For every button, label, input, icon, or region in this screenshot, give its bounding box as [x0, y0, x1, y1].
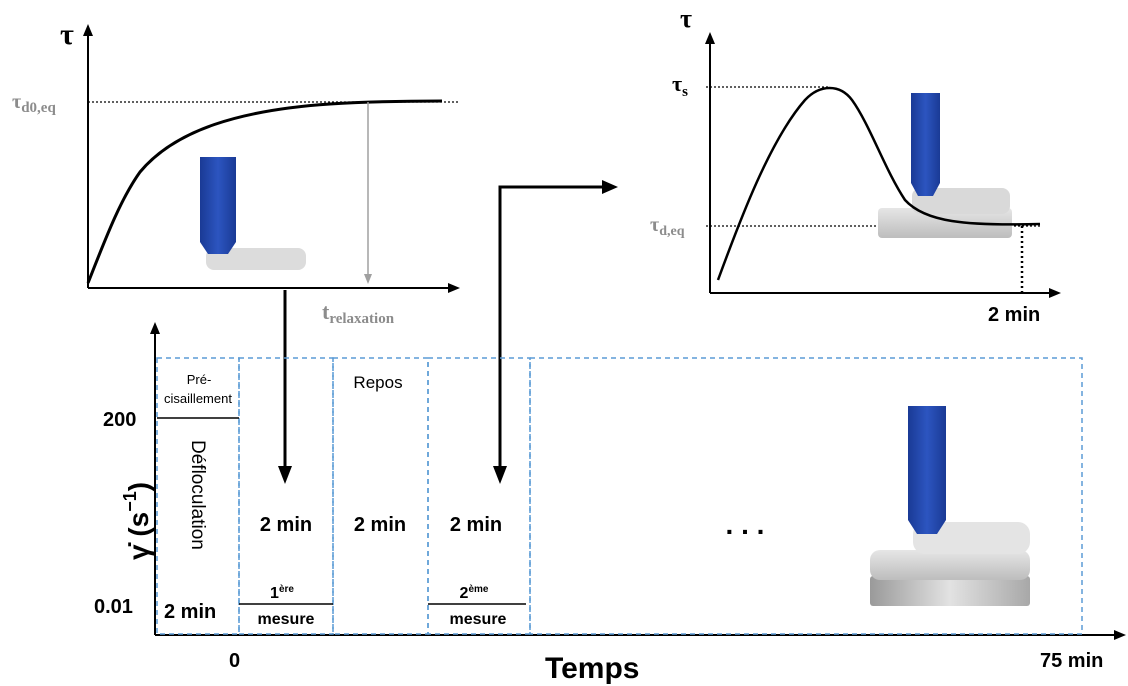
segment-measure-1-box [238, 357, 334, 635]
segment-rest-box [332, 357, 429, 635]
top-left-y-label: τ [60, 18, 74, 51]
arrow-to-stress-growth-head [602, 180, 618, 194]
top-right-x-arrowhead [1049, 288, 1061, 298]
top-left-relaxation-curve [86, 99, 443, 284]
rest-label: Repos [353, 373, 402, 392]
sample-plate-icon [870, 406, 1030, 606]
measure-2-word: mesure [450, 611, 507, 628]
arrow-to-stress-growth [498, 185, 603, 470]
preshear-label-line1: Pré- [187, 372, 212, 387]
continuation-ellipsis: . . . [726, 509, 765, 540]
top-right-y-arrowhead [705, 32, 715, 44]
segment-preshear-box [156, 357, 240, 635]
top-right-peak-label: τs [672, 71, 688, 100]
top-right-plot: τ τs τd,eq 2 min [650, 4, 1061, 326]
measure-2-ordinal: 2ème [460, 584, 489, 602]
measure-1-ordinal: 1ère [270, 584, 294, 602]
rest-duration: 2 min [354, 514, 406, 536]
protocol-x-arrowhead [1114, 630, 1126, 640]
top-left-x-arrowhead [448, 283, 460, 293]
protocol-y-tick-200: 200 [103, 409, 136, 431]
top-left-x-label: trelaxation [322, 299, 395, 327]
preshear-label-line2: cisaillement [164, 391, 232, 406]
protocol-chart: γ̇ (s−1) 200 0.01 Temps 0 75 min Pré- ci… [94, 322, 1126, 685]
top-right-y-label: τ [680, 4, 692, 33]
protocol-y-tick-001: 0.01 [94, 596, 133, 618]
deflocculation-label: Défloculation [187, 440, 208, 550]
deflocculation-duration: 2 min [164, 601, 216, 623]
top-right-stress-growth-curve [716, 86, 1041, 281]
protocol-y-label: γ̇ (s−1) [120, 482, 154, 560]
arrow-to-measure-1-head [278, 466, 292, 484]
vane-probe-icon [908, 406, 946, 534]
measure-1-duration: 2 min [260, 514, 312, 536]
top-left-plot: τ τd0,eq trelaxation [12, 18, 460, 327]
vane-probe-icon [200, 157, 306, 270]
connector-arrows [278, 180, 618, 484]
protocol-y-arrowhead [150, 322, 160, 334]
protocol-x-tick-75: 75 min [1040, 650, 1103, 672]
protocol-x-label: Temps [545, 652, 639, 685]
top-right-eq-label: τd,eq [650, 214, 685, 239]
arrow-to-measure-2-head [493, 466, 507, 484]
vane-probe-icon [878, 93, 1012, 238]
top-left-ref-label: τd0,eq [12, 91, 56, 116]
top-right-x-tick: 2 min [988, 304, 1040, 326]
relaxation-time-arrowhead [364, 274, 372, 284]
measure-1-word: mesure [258, 611, 315, 628]
protocol-x-tick-0: 0 [229, 650, 240, 672]
measure-2-duration: 2 min [450, 514, 502, 536]
top-left-y-arrowhead [83, 24, 93, 36]
